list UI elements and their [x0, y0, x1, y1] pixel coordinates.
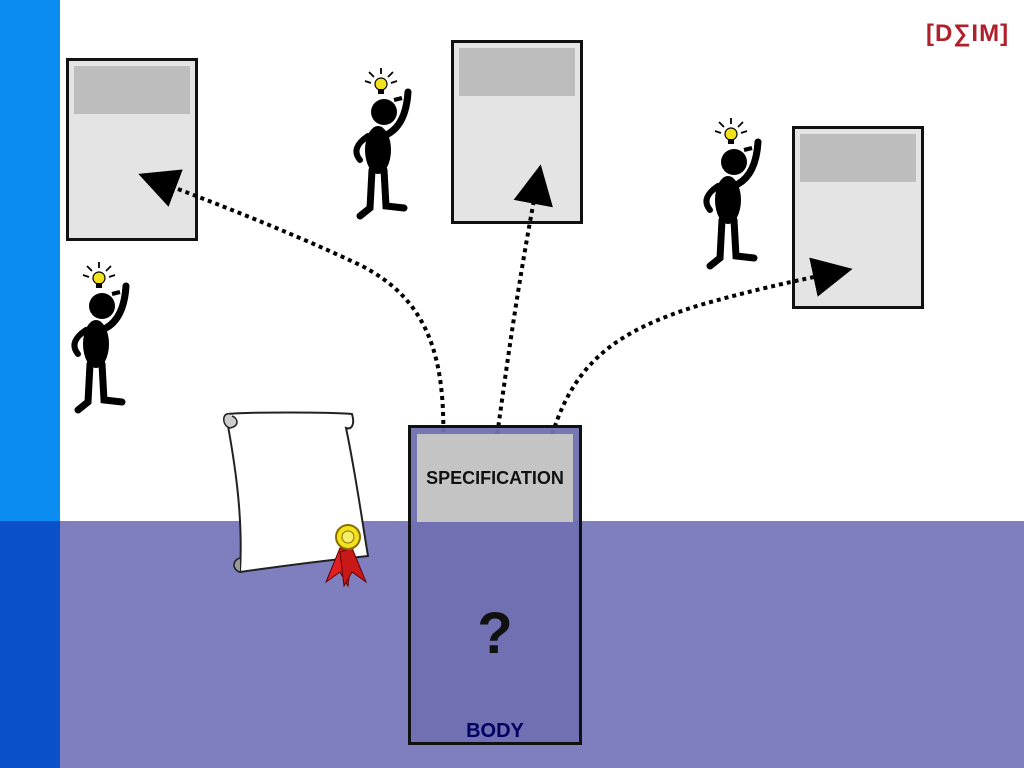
scroll-icon — [223, 411, 370, 574]
dotted-arrow — [546, 257, 853, 451]
person-with-idea-icon — [356, 67, 408, 216]
doc-header — [800, 134, 916, 182]
body-label: BODY — [466, 720, 524, 742]
dotted-arrow — [138, 169, 446, 449]
left-sidebar-bottom — [0, 521, 60, 768]
person-with-idea-icon — [706, 117, 758, 266]
left-sidebar-top — [0, 0, 60, 521]
specification-body-box: SPECIFICATION ? BODY — [408, 425, 582, 745]
award-ribbon-icon — [324, 524, 368, 588]
dotted-arrow — [493, 164, 553, 451]
implementation-doc-1 — [66, 58, 198, 241]
specification-area — [417, 434, 573, 522]
person-with-idea-icon — [74, 261, 126, 410]
doc-header — [74, 66, 190, 114]
specification-label: SPECIFICATION — [426, 468, 564, 488]
question-mark: ? — [477, 601, 513, 666]
logo: [D∑IM] — [926, 20, 1010, 47]
doc-header — [459, 48, 575, 96]
